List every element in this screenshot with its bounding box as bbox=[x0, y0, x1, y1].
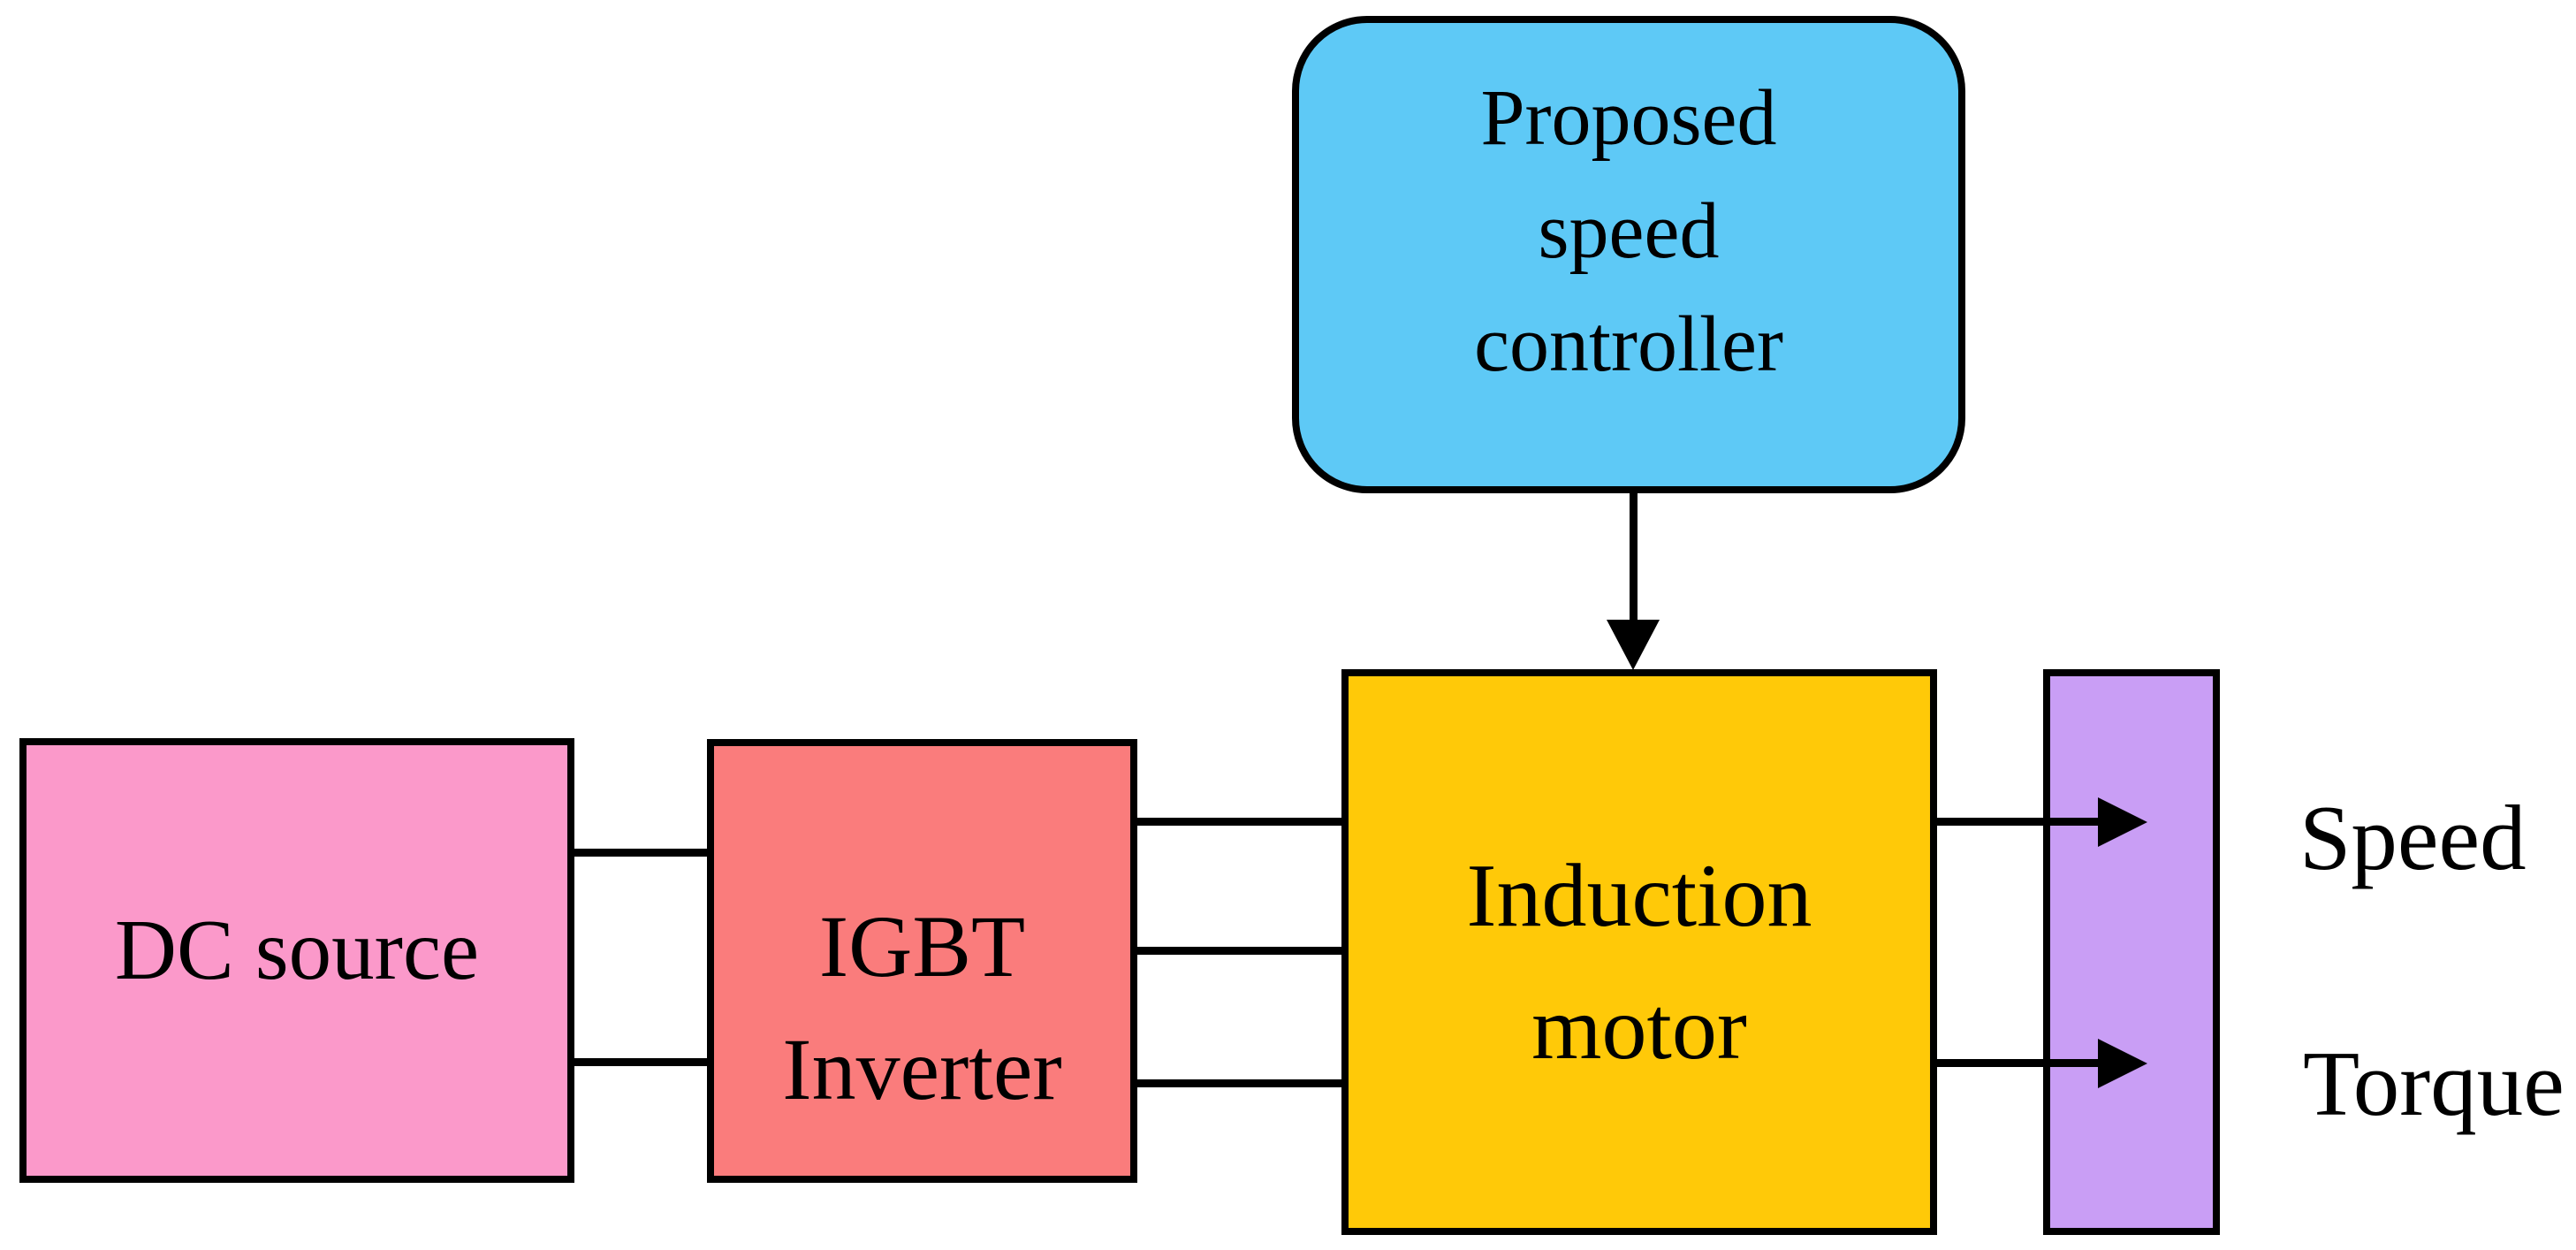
motor-label-line1: Induction bbox=[1466, 846, 1812, 946]
connector-controller-to-motor bbox=[1630, 492, 1638, 624]
motor-label-line2: motor bbox=[1531, 979, 1747, 1079]
dc-source-label: DC source bbox=[114, 902, 480, 997]
arrow-shaft-torque bbox=[1934, 1059, 2101, 1067]
arrowhead-right-torque-icon bbox=[2098, 1039, 2147, 1088]
controller-label-line1: Proposed bbox=[1480, 74, 1777, 162]
block-output-panel bbox=[2043, 669, 2220, 1235]
connector-inverter-to-motor-1 bbox=[1133, 818, 1345, 826]
arrowhead-down-icon bbox=[1607, 620, 1660, 670]
connector-dc-to-inverter-bottom bbox=[570, 1058, 711, 1066]
connector-inverter-to-motor-2 bbox=[1133, 947, 1345, 955]
inverter-label-line2: Inverter bbox=[782, 1020, 1062, 1118]
block-igbt-inverter: IGBT Inverter bbox=[707, 739, 1137, 1183]
controller-label-line2: speed bbox=[1538, 187, 1720, 275]
output-label-speed: Speed bbox=[2299, 786, 2527, 889]
block-dc-source: DC source bbox=[19, 738, 574, 1183]
controller-label-line3: controller bbox=[1474, 301, 1783, 388]
connector-dc-to-inverter-top bbox=[570, 849, 711, 857]
output-label-torque: Torque bbox=[2303, 1032, 2565, 1135]
arrowhead-right-speed-icon bbox=[2098, 797, 2147, 847]
connector-inverter-to-motor-3 bbox=[1133, 1079, 1345, 1087]
block-induction-motor: Induction motor bbox=[1341, 669, 1937, 1235]
arrow-shaft-speed bbox=[1934, 818, 2101, 826]
block-proposed-speed-controller: Proposed speed controller bbox=[1292, 16, 1965, 493]
inverter-label-line1: IGBT bbox=[818, 897, 1026, 995]
